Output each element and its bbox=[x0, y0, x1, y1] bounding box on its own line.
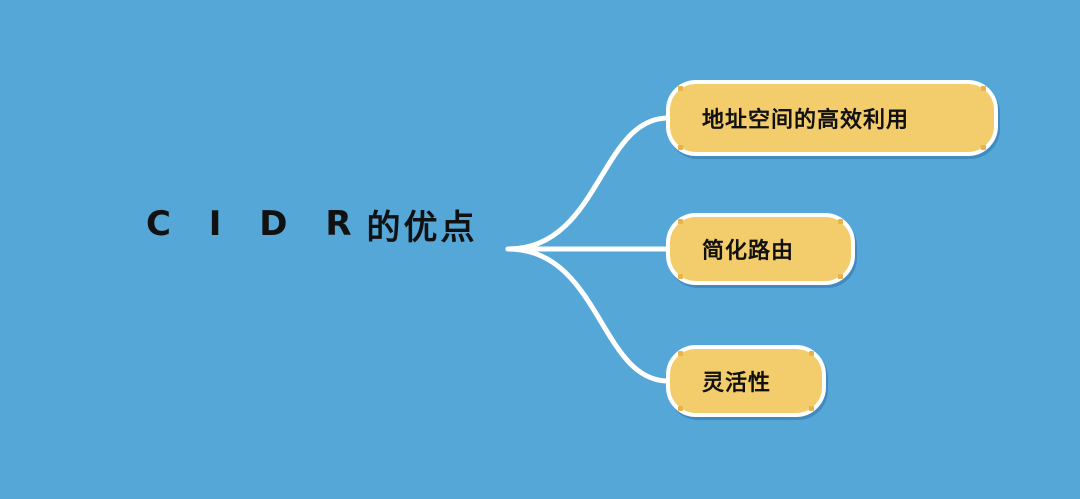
root-topic-cjk: 的优点 bbox=[366, 207, 478, 248]
connector-to-branch-3 bbox=[505, 246, 671, 384]
node-corner-marker bbox=[678, 351, 683, 356]
connector-to-branch-1 bbox=[505, 115, 671, 252]
node-corner-marker bbox=[809, 406, 814, 411]
branch-node-label: 地址空间的高效利用 bbox=[702, 108, 910, 133]
branch-node-simplify-routing[interactable]: 简化路由 bbox=[666, 213, 855, 285]
node-corner-marker bbox=[678, 274, 683, 279]
node-corner-marker bbox=[678, 406, 683, 411]
branch-node-address-space[interactable]: 地址空间的高效利用 bbox=[666, 80, 998, 156]
branch-node-label: 灵活性 bbox=[702, 371, 772, 396]
node-corner-marker bbox=[809, 351, 814, 356]
root-topic-latin: C I D R bbox=[146, 204, 365, 244]
node-corner-marker bbox=[678, 145, 683, 150]
node-corner-marker bbox=[981, 145, 986, 150]
node-corner-marker bbox=[678, 86, 683, 91]
branch-node-label: 简化路由 bbox=[702, 239, 795, 264]
branch-node-flexibility[interactable]: 灵活性 bbox=[666, 345, 826, 417]
node-corner-marker bbox=[678, 219, 683, 224]
node-corner-marker bbox=[838, 274, 843, 279]
root-topic[interactable]: C I D R 的优点 bbox=[146, 196, 478, 252]
node-corner-marker bbox=[838, 219, 843, 224]
node-corner-marker bbox=[981, 86, 986, 91]
